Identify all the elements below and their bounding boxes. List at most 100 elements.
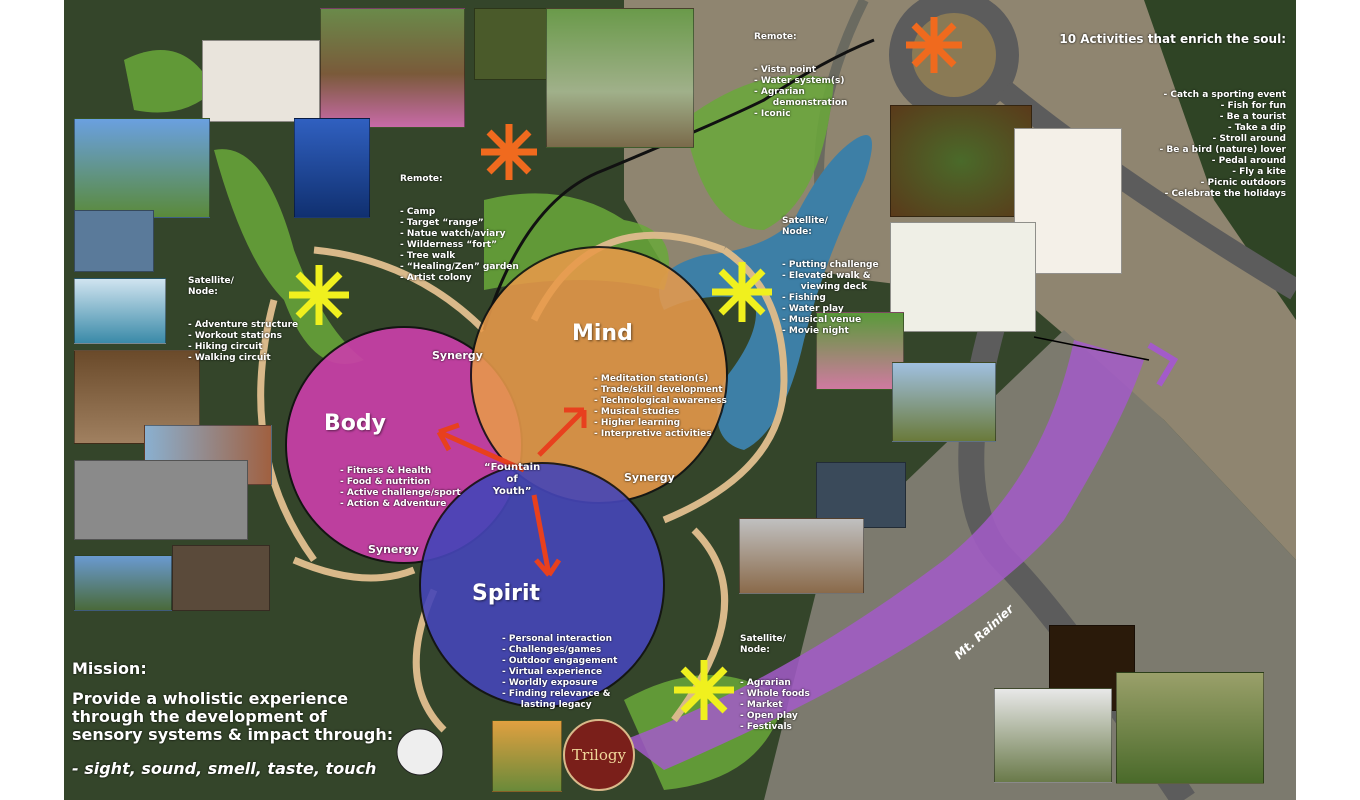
list-item: 10 Activities that enrich the soul: <box>1059 32 1286 46</box>
mind-title: Mind <box>572 321 633 346</box>
photo-plan-sketch <box>890 222 1036 332</box>
list-item: Satellite/ Node: <box>740 634 786 655</box>
fountain-of-youth-label: “Fountain of Youth” <box>484 462 541 497</box>
list-item: Tree walk <box>400 251 519 262</box>
spirit-title: Spirit <box>472 581 541 606</box>
list-item: Picnic outdoors <box>1059 178 1286 189</box>
activities-list: 10 Activities that enrich the soul: Catc… <box>1059 10 1286 233</box>
vitruvian-logo <box>396 728 444 776</box>
list-item: Interpretive activities <box>594 429 727 440</box>
photo-climbing <box>74 210 154 272</box>
list-item: Walking circuit <box>188 353 298 364</box>
list-item: Action & Adventure <box>340 499 461 510</box>
green-zone <box>214 149 364 364</box>
photo-virtual <box>74 555 172 611</box>
list-item: Outdoor engagement <box>502 656 618 667</box>
photo-fishing <box>892 362 996 442</box>
list-item: Movie night <box>782 326 879 337</box>
body-title: Body <box>324 411 386 436</box>
list-item: Meditation station(s) <box>594 374 727 385</box>
list-item: Vista point <box>754 65 847 76</box>
photo-bench <box>739 518 864 594</box>
list-item: Fish for fun <box>1059 101 1286 112</box>
photo-pool <box>74 278 166 344</box>
list-item: Fishing <box>782 293 879 304</box>
photo-weights <box>172 545 270 611</box>
list-item: Hiking circuit <box>188 342 298 353</box>
center-arrows <box>436 407 587 577</box>
remote-starburst <box>481 17 962 180</box>
list-item: Be a tourist <box>1059 112 1286 123</box>
list-item: Remote: <box>400 174 443 184</box>
list-item: Virtual experience <box>502 667 617 678</box>
list-item: Artist colony <box>400 273 519 284</box>
synergy-label-left: Synergy <box>368 543 419 556</box>
photo-market-food <box>492 720 562 792</box>
list-item: Musical venue <box>782 315 879 326</box>
remote-left-list: Remote: CampTarget “range”Natue watch/av… <box>400 152 519 295</box>
list-item: Agrarian <box>740 678 810 689</box>
photo-bikes <box>74 460 248 540</box>
list-item: Water system(s) <box>754 76 847 87</box>
photo-tablet <box>816 462 906 528</box>
list-item: Fly a kite <box>1059 167 1286 178</box>
list-item: Challenges/games <box>502 645 617 656</box>
list-item: Fitness & Health <box>340 466 461 477</box>
list-item: Open play <box>740 711 810 722</box>
photo-meditation <box>294 118 370 218</box>
synergy-label-right: Synergy <box>624 471 675 484</box>
node-agrarian-list: Satellite/ Node: AgrarianWhole foodsMark… <box>740 612 810 744</box>
list-item: Celebrate the holidays <box>1059 189 1286 200</box>
list-item: Technological awareness <box>594 396 727 407</box>
spirit-list: Personal interactionChallenges/gamesOutd… <box>502 612 618 722</box>
remote-top-list: Remote: Vista pointWater system(s)Agrari… <box>754 10 847 131</box>
photo-farmstand <box>994 688 1112 783</box>
list-item: Wilderness “fort” <box>400 240 519 251</box>
list-item: Trade/skill development <box>594 385 727 396</box>
trilogy-logo-text: Trilogy <box>572 746 626 764</box>
photo-tower-interior <box>890 105 1032 217</box>
body-list: Fitness & HealthFood & nutritionActive c… <box>340 444 461 521</box>
list-item: Whole foods <box>740 689 810 700</box>
list-item: Water play <box>782 304 879 315</box>
list-item: Putting challenge <box>782 260 879 271</box>
list-item: Satellite/ Node: <box>188 276 234 297</box>
node-water-list: Satellite/ Node: Putting challengeElevat… <box>782 194 879 348</box>
list-item: Pedal around <box>1059 156 1286 167</box>
mission-body: Provide a wholistic experience through t… <box>72 689 394 744</box>
list-item: Higher learning <box>594 418 727 429</box>
list-item: Camp <box>400 207 519 218</box>
list-item: Agrarian demonstration <box>754 87 848 109</box>
mt-rainier-view-corridor <box>624 340 1144 770</box>
list-item: Personal interaction <box>502 634 617 645</box>
list-item: Catch a sporting event <box>1059 90 1286 101</box>
list-item: Finding relevance & lasting legacy <box>502 689 617 711</box>
node-left-list: Satellite/ Node: Adventure structureWork… <box>188 254 298 375</box>
list-item: Adventure structure <box>188 320 298 331</box>
photo-farmers <box>1116 672 1264 784</box>
list-item: Elevated walk & viewing deck <box>782 271 879 293</box>
photo-garden-plan <box>202 40 320 122</box>
list-item: Iconic <box>754 109 847 120</box>
list-item: Workout stations <box>188 331 298 342</box>
photo-treewalk <box>546 8 694 148</box>
list-item: Target “range” <box>400 218 519 229</box>
synergy-label-top: Synergy <box>432 349 483 362</box>
photo-cottage <box>320 8 465 128</box>
list-item: Stroll around <box>1059 134 1286 145</box>
list-item: Remote: <box>754 32 797 42</box>
list-item: Natue watch/aviary <box>400 229 519 240</box>
list-item: Worldly exposure <box>502 678 617 689</box>
list-item: “Healing/Zen” garden <box>400 262 519 273</box>
mission-senses: - sight, sound, smell, taste, touch <box>72 759 377 778</box>
list-item: Festivals <box>740 722 810 733</box>
list-item: Musical studies <box>594 407 727 418</box>
list-item: Active challenge/sport <box>340 488 461 499</box>
list-item: Food & nutrition <box>340 477 461 488</box>
view-arrow <box>1147 342 1179 387</box>
site-plan-board: Trilogy Mt. Rainier Remote: Vista pointW… <box>64 0 1296 800</box>
node-starburst <box>289 262 772 720</box>
trilogy-logo <box>563 719 635 791</box>
mind-list: Meditation station(s)Trade/skill develop… <box>594 352 727 451</box>
photo-workout <box>74 118 210 218</box>
